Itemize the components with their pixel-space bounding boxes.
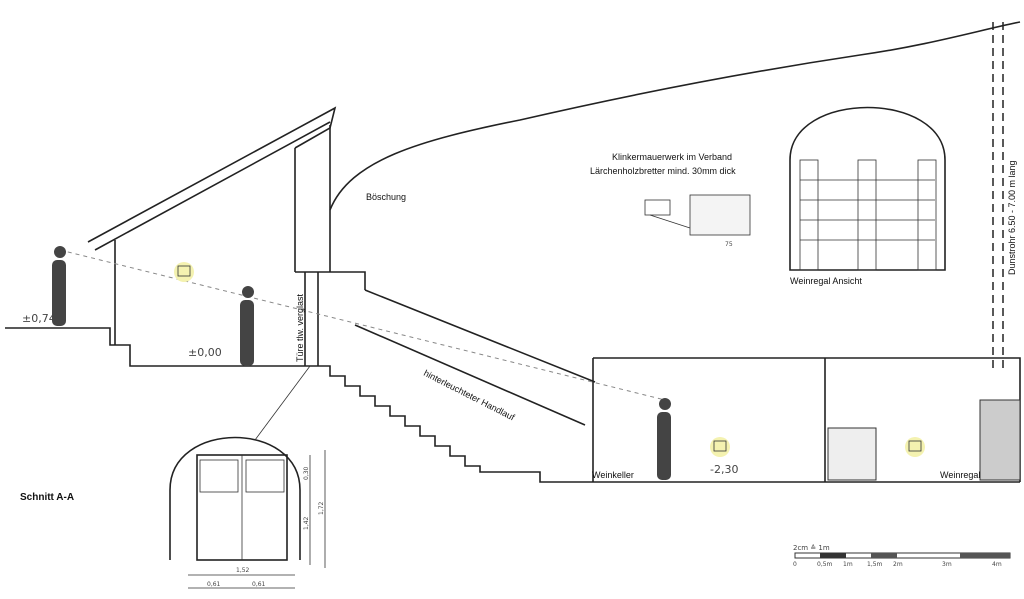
lamp-icon [905,437,925,457]
rack-view-arch [789,106,946,271]
scale-tick: 0 [793,561,797,568]
door-dim-leaf-left: 0,61 [207,581,221,588]
scale-tick: 1,5m [867,561,883,568]
door-frame [295,271,366,366]
shelf-detail [644,194,751,236]
person-entry [240,286,254,366]
scale-tick: 0,5m [817,561,833,568]
scale-caption: 2cm ≙ 1m [793,544,830,552]
lamp-icon [174,262,194,282]
boards-label: Lärchenholzbretter mind. 30mm dick [590,166,736,176]
wine-rack [827,427,877,481]
slope-label: Böschung [366,192,406,202]
person-cellar [657,398,671,480]
door-dim-height: 1,72 [318,501,325,515]
scale-tick: 2m [893,561,903,568]
rack-view-shelves [799,159,937,271]
door-dim-top: 0,30 [303,466,310,480]
handrail-label: hinterleuchteter Handlauf [422,368,517,423]
scale-tick: 4m [992,561,1002,568]
section-title: Schnitt A-A [20,492,74,503]
vent-pipe [992,22,1004,370]
level-entry: ±0,00 [188,346,222,359]
door-dim-leaf-right: 0,61 [252,581,266,588]
scale-tick: 1m [843,561,853,568]
brick-wall [979,399,1021,481]
board-dim: 75 [725,241,733,248]
level-outside: ±0,74 [22,312,56,325]
rack-label: Weinregal [940,470,980,480]
door-leader [254,365,311,441]
ramp-ceiling [364,289,1021,482]
ground-line [5,327,310,367]
brick-label: Klinkermauerwerk im Verband [612,152,732,162]
door-dim-lower: 1,42 [303,516,310,530]
door-detail [169,436,326,589]
handrail [354,324,586,426]
vent-label: Dunstrohr 6.50 - 7.00 m lang [1007,160,1017,275]
door-label: Türe tlw. verglast [295,293,305,362]
scale-bar [794,552,1011,559]
person-outside [52,246,66,326]
scale-tick: 3m [942,561,952,568]
door-dim-width: 1,52 [236,567,250,574]
rack-view-label: Weinregal Ansicht [790,276,862,286]
roof [87,106,337,251]
level-cellar: -2,30 [710,463,738,476]
lamp-icon [710,437,730,457]
hill-line [329,21,1021,211]
stairs [310,365,1020,483]
cellar-label: Weinkeller [592,470,634,480]
